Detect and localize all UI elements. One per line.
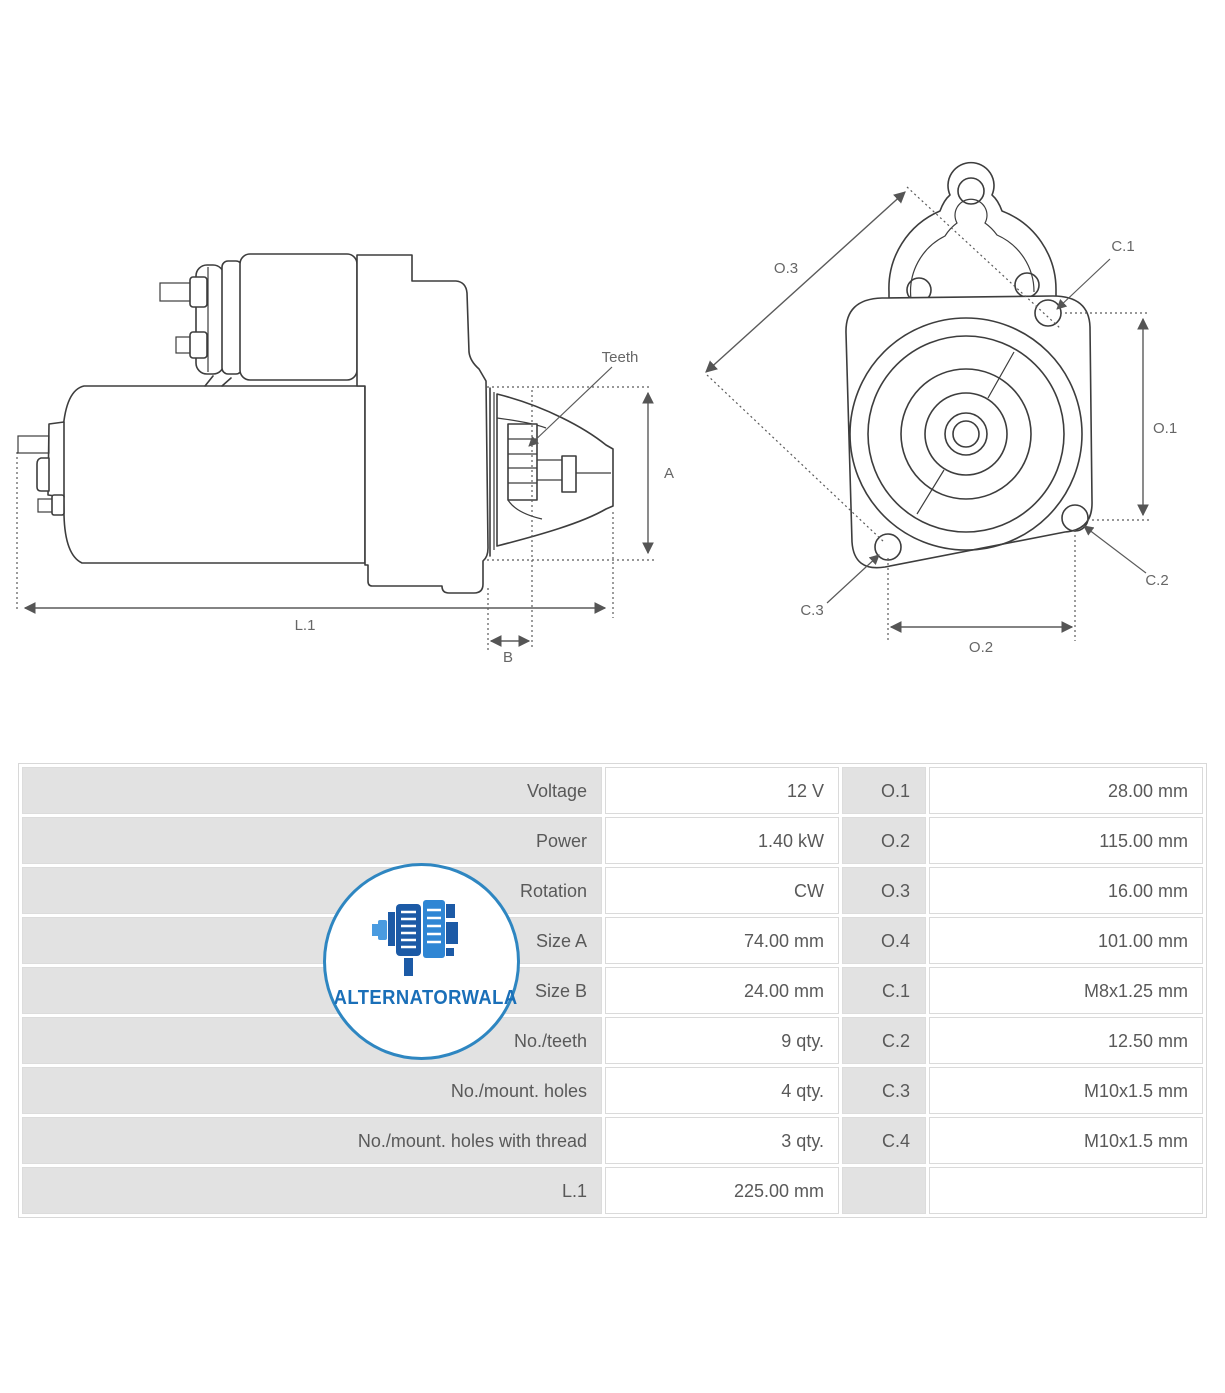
spec-row-key: C.3 [842,1067,926,1114]
logo-text: ALTERNATORWALA [333,987,518,1009]
spec-row-key: O.4 [842,917,926,964]
spec-row-key-value: 28.00 mm [929,767,1203,814]
dim-l1-label: L.1 [295,617,316,634]
spec-row-value: 24.00 mm [605,967,839,1014]
spec-row-value: 9 qty. [605,1017,839,1064]
spec-row-value: 4 qty. [605,1067,839,1114]
spec-row-label: No./mount. holes with thread [22,1117,602,1164]
spec-row-value: 225.00 mm [605,1167,839,1214]
spec-row-label: No./mount. holes [22,1067,602,1114]
spec-row-label: Power [22,817,602,864]
dim-o1-label: O.1 [1153,420,1177,437]
spec-row-value: 12 V [605,767,839,814]
spec-row-key-value: 16.00 mm [929,867,1203,914]
spec-row-label: Voltage [22,767,602,814]
spec-table: Voltage 12 V O.1 28.00 mm Power 1.40 kW … [18,763,1207,1218]
spec-row-key-value: M10x1.5 mm [929,1117,1203,1164]
spec-row-value: CW [605,867,839,914]
spec-row-key: O.1 [842,767,926,814]
spec-row-key: C.1 [842,967,926,1014]
spec-row-value: 3 qty. [605,1117,839,1164]
spec-row-key: O.3 [842,867,926,914]
teeth-label: Teeth [602,349,639,366]
hole-c3-label: C.3 [800,602,823,619]
spec-row-value: 1.40 kW [605,817,839,864]
technical-drawing: A Teeth L.1 B [16,161,1177,666]
spec-row-key-value: 12.50 mm [929,1017,1203,1064]
spec-row-key-value: M10x1.5 mm [929,1067,1203,1114]
spec-row-key [842,1167,926,1214]
spec-row-value: 74.00 mm [605,917,839,964]
spec-row-key-value [929,1167,1203,1214]
spec-row-key: C.2 [842,1017,926,1064]
spec-row-key: C.4 [842,1117,926,1164]
spec-row-key-value: 101.00 mm [929,917,1203,964]
alternator-icon [371,900,458,976]
spec-row-key-value: 115.00 mm [929,817,1203,864]
hole-c1-label: C.1 [1111,238,1134,255]
spec-row-key-value: M8x1.25 mm [929,967,1203,1014]
starter-side-view: A Teeth L.1 B [16,253,674,666]
alternatorwala-logo: ALTERNATORWALA [323,863,520,1060]
dim-o2-label: O.2 [969,639,993,656]
dim-a-label: A [664,465,674,482]
spec-row-label: L.1 [22,1167,602,1214]
starter-front-view: O.3 O.1 O.2 C.1 C.2 C.3 [705,161,1177,656]
hole-c2-label: C.2 [1145,572,1168,589]
dim-o3-label: O.3 [774,260,798,277]
dim-b-label: B [503,649,513,666]
spec-row-label: No./teeth [22,1017,602,1064]
spec-row-label: Rotation [22,867,602,914]
spec-row-key: O.2 [842,817,926,864]
